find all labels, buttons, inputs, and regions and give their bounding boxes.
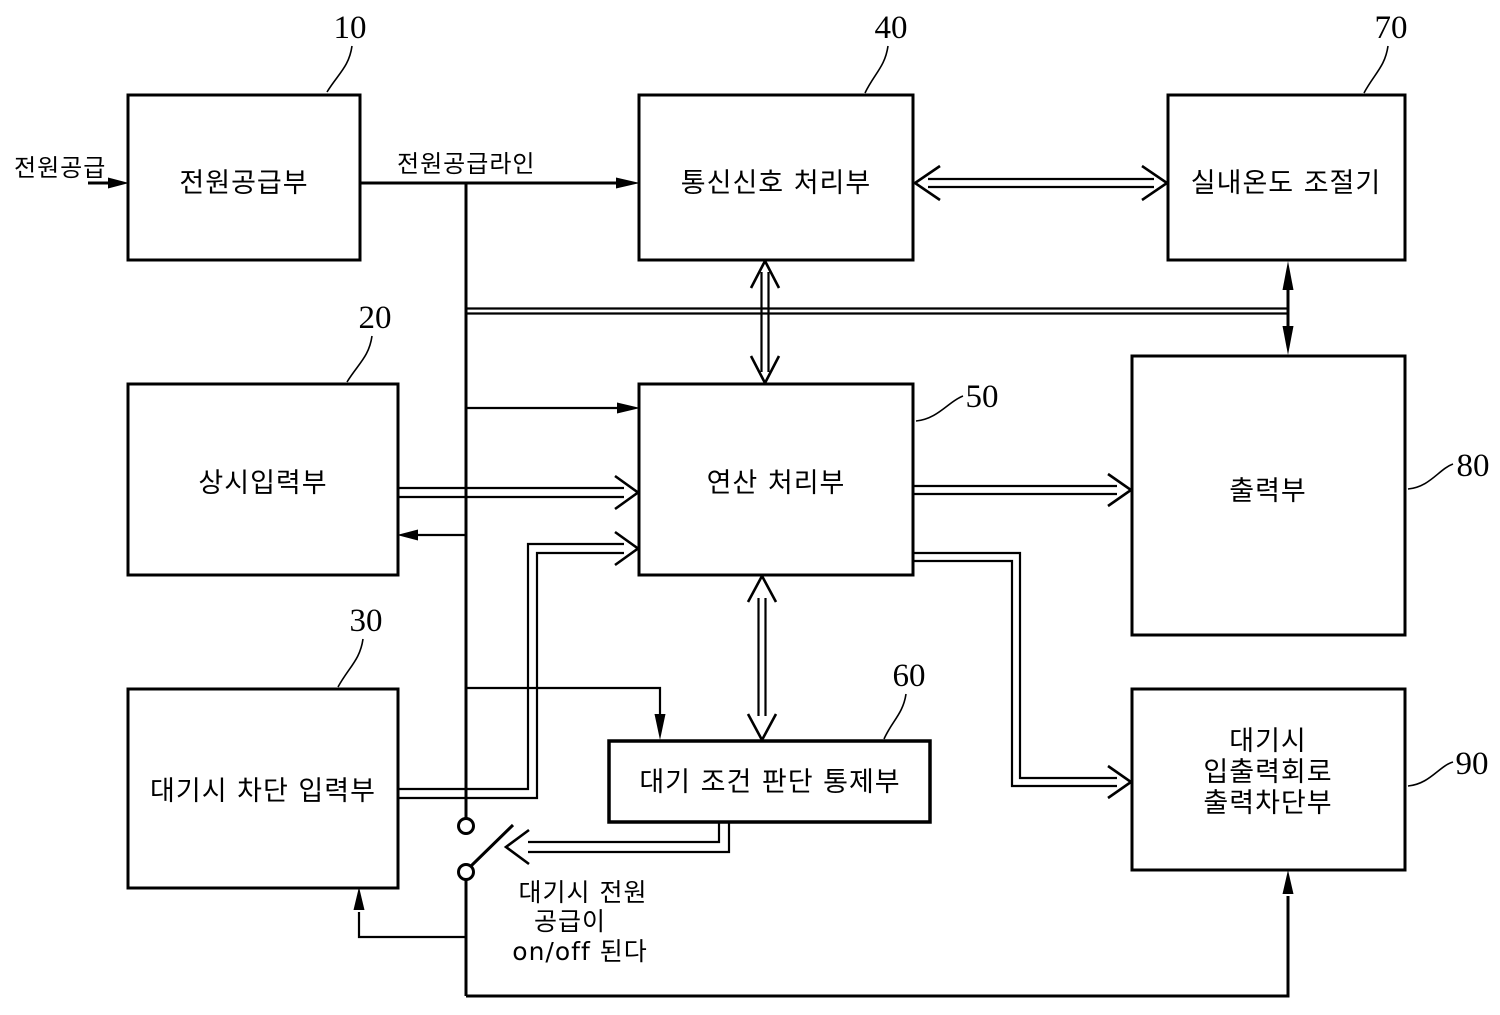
- block-comm-signal-processor: 통신신호 처리부 40: [637, 10, 915, 262]
- ref-number-90: 90: [1456, 746, 1489, 782]
- power-supply-input-arrow: 전원공급: [14, 154, 129, 189]
- power-switch-icon: [457, 817, 515, 881]
- switched-power-to-standby-input-arrow: [353, 887, 466, 939]
- processor-to-io-cutoff-arrow: [913, 551, 1134, 800]
- processor-to-output-arrow: [913, 472, 1134, 508]
- block-standby-cutoff-input: 대기시 차단 입력부 30: [126, 603, 400, 890]
- power-supply-input-label: 전원공급: [14, 154, 106, 182]
- block-operation-processor: 연산 처리부 50: [637, 379, 999, 577]
- switch-note-line1: 대기시 전원: [519, 878, 648, 907]
- processor-standby-control-bidirectional-arrow: [746, 573, 778, 743]
- constant-input-to-processor-arrow: [398, 474, 641, 511]
- block-standby-io-cutoff: 대기시 입출력회로 출력차단부 90: [1130, 687, 1489, 872]
- block-standby-io-cutoff-label-line3: 출력차단부: [1203, 788, 1332, 819]
- ref-number-10: 10: [334, 10, 367, 46]
- block-standby-io-cutoff-label-line2: 입출력회로: [1203, 757, 1332, 788]
- block-output-unit-label: 출력부: [1229, 476, 1307, 507]
- block-standby-io-cutoff-label-line1: 대기시: [1229, 726, 1307, 757]
- comm-processor-bidirectional-arrow: [749, 258, 781, 386]
- block-power-supply-label: 전원공급부: [179, 168, 308, 199]
- ref-number-40: 40: [875, 10, 908, 46]
- switch-note-line2: 공급이: [534, 907, 606, 936]
- block-output-unit: 출력부 80: [1130, 354, 1490, 637]
- block-standby-condition-control: 대기 조건 판단 통제부 60: [607, 658, 932, 824]
- standby-input-to-processor-arrow: [398, 530, 641, 800]
- power-supply-line-label: 전원공급라인: [397, 150, 535, 178]
- power-supply-line-wire: 전원공급라인: [360, 150, 640, 189]
- block-constant-input-label: 상시입력부: [198, 468, 327, 499]
- block-power-supply: 전원공급부 10: [126, 10, 367, 262]
- switched-power-to-io-cutoff-arrow: [466, 870, 1294, 998]
- power-branch-to-constant-input-arrow: [397, 529, 466, 541]
- switch-note-line3: on/off 된다: [512, 937, 647, 966]
- ref-number-70: 70: [1375, 10, 1408, 46]
- block-operation-processor-label: 연산 처리부: [707, 468, 846, 499]
- block-standby-cutoff-input-label: 대기시 차단 입력부: [150, 776, 376, 807]
- ref-number-30: 30: [350, 603, 383, 639]
- standby-control-to-switch-arrow: [503, 822, 731, 866]
- block-standby-condition-control-label: 대기 조건 판단 통제부: [639, 767, 900, 798]
- power-branch-to-processor-arrow: [466, 402, 640, 414]
- ref-number-60: 60: [893, 658, 926, 694]
- ref-number-20: 20: [359, 300, 392, 336]
- block-indoor-temp-controller: 실내온도 조절기 70: [1166, 10, 1408, 262]
- ref-number-50: 50: [966, 379, 999, 415]
- block-comm-signal-processor-label: 통신신호 처리부: [681, 168, 871, 199]
- power-branch-to-standby-control-arrow: [466, 686, 666, 740]
- block-indoor-temp-controller-label: 실내온도 조절기: [1191, 168, 1381, 199]
- switch-note: 대기시 전원 공급이 on/off 된다: [512, 878, 648, 966]
- temp-output-bidirectional-arrow: [1282, 261, 1294, 355]
- ref-number-80: 80: [1457, 448, 1490, 484]
- comm-temp-bidirectional-arrow: [912, 164, 1170, 202]
- block-constant-input: 상시입력부 20: [126, 300, 400, 577]
- power-branch-to-temp-controller: [466, 307, 1288, 315]
